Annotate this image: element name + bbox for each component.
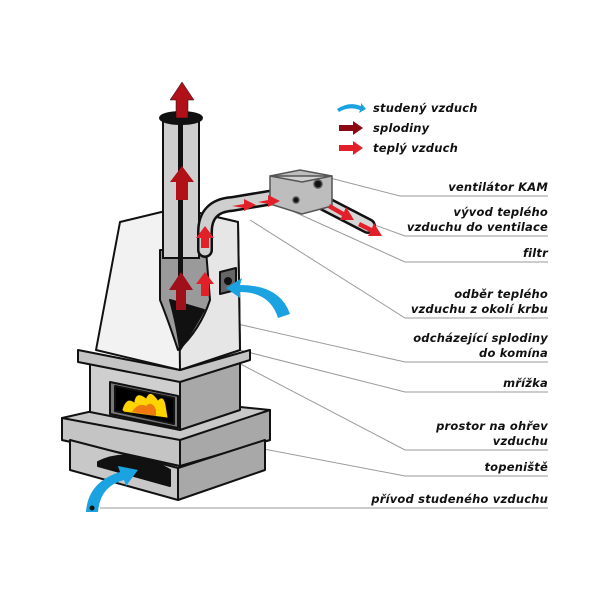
callout-firebox: topeniště (484, 460, 548, 475)
leader-lines (100, 177, 548, 509)
callout-line: vzduchu (492, 434, 548, 448)
callout-flue: odcházející splodiny do komína (413, 331, 548, 361)
leader-line-grille (199, 339, 548, 393)
callout-outlet: vývod teplého vzduchu do ventilace (407, 205, 548, 235)
cold-air-arrow-inlet (86, 466, 138, 512)
callout-grille: mřížka (503, 376, 548, 391)
callout-line: vzduchu do ventilace (406, 220, 548, 234)
leader-line-filter (289, 209, 548, 263)
callout-line: přívod studeného vzduchu (371, 492, 548, 506)
callout-line: mřížka (503, 376, 548, 390)
fire-icon (121, 393, 169, 419)
cold-air-arrow-grille (226, 278, 290, 318)
warm-air-arrow-4 (258, 195, 280, 207)
warm-air-arrow-3 (232, 199, 256, 211)
warm-air-arrow-2 (196, 226, 214, 248)
leader-line-intake (249, 219, 548, 319)
flue-gas-arrow-pipe (170, 166, 194, 200)
callout-line: ventilátor KAM (448, 180, 548, 194)
callout-intake: odběr teplého vzduchu z okolí krbu (411, 287, 548, 317)
leader-line-fan (329, 177, 548, 197)
callout-heating-space: prostor na ohřev vzduchu (436, 419, 548, 449)
warm-air-arrow-icon (339, 141, 363, 155)
callout-line: odběr teplého (454, 287, 548, 301)
callout-line: odcházející splodiny (413, 331, 548, 345)
flow-arrows (86, 81, 382, 512)
legend-label: teplý vzduch (373, 140, 458, 155)
leader-line-heating (184, 334, 548, 451)
callout-line: prostor na ohřev (436, 419, 548, 433)
fan-box-icon (269, 169, 333, 215)
callout-line: topeniště (484, 460, 548, 474)
leader-line-flue (219, 319, 548, 363)
callout-line: vývod teplého (453, 205, 548, 219)
callout-fan: ventilátor KAM (448, 180, 548, 195)
callout-filter: filtr (523, 246, 548, 261)
callout-line: do komína (479, 346, 548, 360)
legend-item-cold-air: studený vzduch (335, 100, 478, 116)
legend-item-flue-gas: splodiny (335, 120, 429, 136)
callout-line: filtr (522, 246, 548, 260)
legend-item-warm-air: teplý vzduch (335, 140, 458, 156)
flue-gas-arrow-icon (339, 121, 363, 135)
warm-air-arrow-6 (358, 222, 382, 236)
callout-line: vzduchu z okolí krbu (410, 302, 548, 316)
flue-gas-arrow-top (169, 81, 195, 119)
warm-air-arrow-5 (328, 204, 354, 220)
legend-label: studený vzduch (373, 100, 478, 115)
cold-air-arrow-icon (337, 103, 366, 113)
callout-cold-inlet: přívod studeného vzduchu (371, 492, 548, 507)
legend-label: splodiny (373, 120, 430, 135)
flue-gas-arrow-hood (169, 272, 193, 310)
warm-air-arrow-1 (196, 272, 214, 296)
